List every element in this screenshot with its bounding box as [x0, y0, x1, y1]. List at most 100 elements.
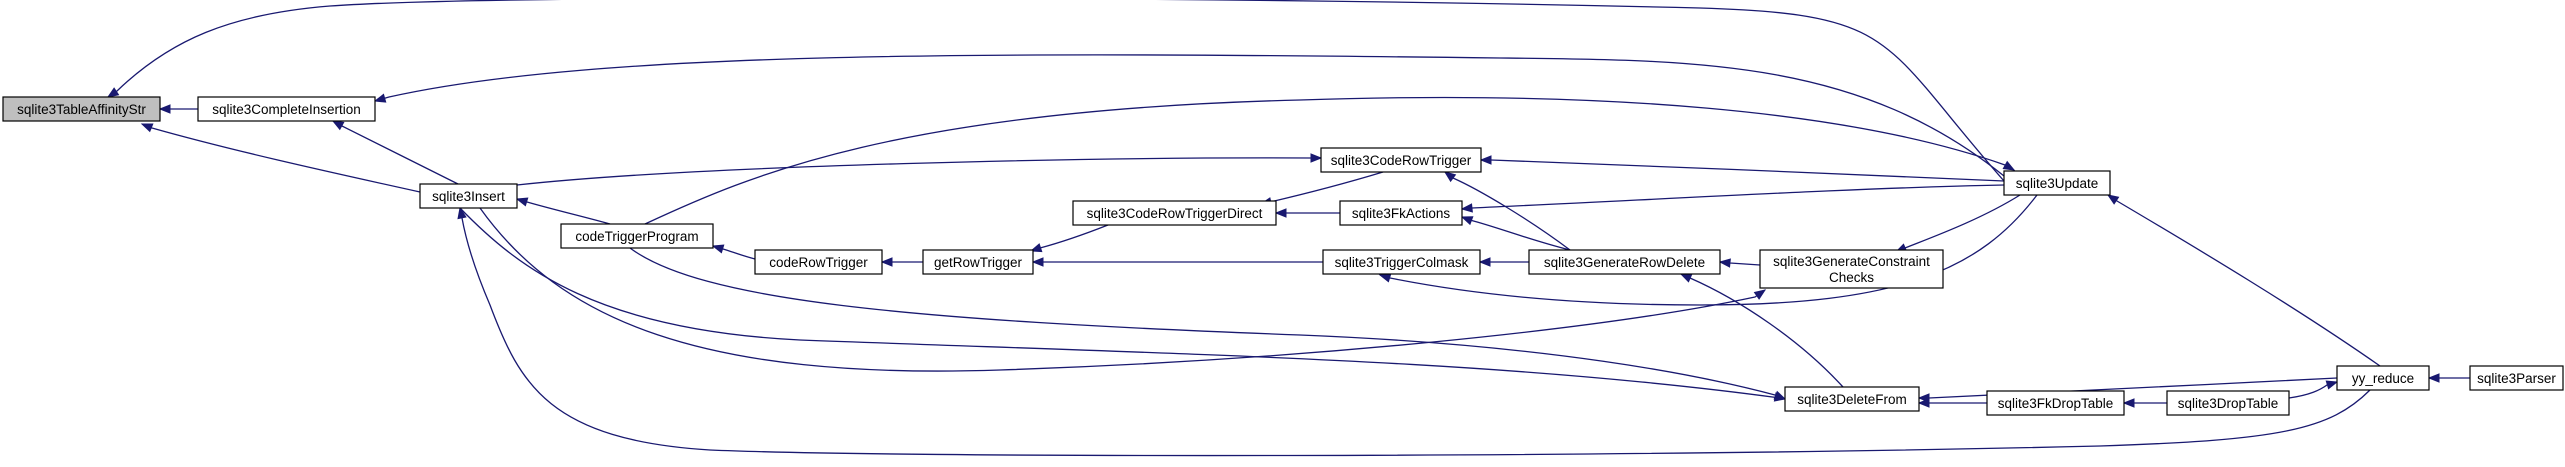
node-label: codeRowTrigger — [769, 255, 868, 270]
call-edge — [2122, 398, 2167, 408]
function-node[interactable]: sqlite3TableAffinityStr — [2, 96, 161, 122]
call-edge — [1917, 398, 1987, 408]
call-edge — [106, 0, 2005, 182]
function-node[interactable]: sqlite3Update — [2003, 170, 2111, 196]
node-label: sqlite3CodeRowTrigger — [1331, 153, 1472, 168]
call-edge — [1378, 194, 2038, 306]
function-node[interactable]: sqlite3Insert — [419, 183, 518, 209]
function-node[interactable]: sqlite3CodeRowTrigger — [1320, 147, 1482, 173]
arrowhead-icon — [1479, 155, 1492, 165]
arrowhead-icon — [331, 120, 345, 131]
edge-line — [1461, 184, 2005, 210]
edge-line — [629, 247, 1786, 400]
function-node[interactable]: sqlite3GenerateRowDelete — [1528, 249, 1721, 275]
arrowhead-icon — [880, 257, 893, 267]
arrowhead-icon — [2106, 194, 2120, 205]
node-label: sqlite3FkDropTable — [1998, 396, 2114, 411]
nodes: sqlite3TableAffinityStr sqlite3CompleteIn… — [2, 96, 2564, 416]
call-edge — [644, 96, 2016, 225]
call-edge — [1460, 184, 2005, 213]
edge-line — [1030, 224, 1109, 252]
function-node[interactable]: sqlite3CodeRowTriggerDirect — [1072, 200, 1277, 226]
call-edge — [331, 120, 459, 185]
call-edge — [516, 153, 1323, 186]
call-edge — [1460, 216, 1571, 251]
arrowhead-icon — [2122, 398, 2135, 408]
node-box — [1339, 200, 1463, 226]
arrowhead-icon — [1460, 216, 1474, 226]
function-node[interactable]: yy_reduce — [2336, 365, 2430, 391]
call-edge — [629, 247, 1787, 400]
node-box — [1322, 249, 1481, 275]
call-edge — [479, 207, 1767, 372]
node-box — [2166, 390, 2290, 416]
node-label: sqlite3CodeRowTriggerDirect — [1087, 206, 1263, 221]
call-edge — [373, 54, 2005, 177]
function-node[interactable]: codeTriggerProgram — [560, 223, 714, 249]
node-label: Checks — [1829, 270, 1874, 285]
arrowhead-icon — [2427, 373, 2440, 383]
node-label: sqlite3GenerateRowDelete — [1544, 255, 1705, 270]
arrowhead-icon — [515, 197, 529, 207]
function-node[interactable]: getRowTrigger — [922, 249, 1034, 275]
call-edge — [880, 257, 923, 267]
arrowhead-icon — [140, 123, 154, 133]
node-label: sqlite3Update — [2016, 176, 2099, 191]
arrowhead-icon — [1917, 398, 1930, 408]
edge-line — [1260, 171, 1384, 205]
call-edge — [457, 206, 2371, 457]
edge-line — [1919, 377, 2338, 399]
edge-line — [141, 123, 421, 193]
arrowhead-icon — [2325, 380, 2339, 390]
function-node[interactable]: sqlite3TriggerColmask — [1322, 249, 1481, 275]
call-edge — [2288, 380, 2339, 399]
call-edge — [1031, 257, 1323, 267]
arrowhead-icon — [1031, 257, 1044, 267]
node-box — [2003, 170, 2111, 196]
arrowhead-icon — [158, 104, 171, 114]
node-box — [197, 96, 376, 122]
function-node[interactable]: sqlite3Parser — [2469, 365, 2564, 391]
edge-line — [107, 0, 2005, 182]
arrowhead-icon — [457, 206, 467, 220]
arrowhead-icon — [1310, 153, 1323, 163]
call-edge — [2427, 373, 2470, 383]
node-label: sqlite3Insert — [432, 189, 505, 204]
function-node[interactable]: sqlite3FkActions — [1339, 200, 1463, 226]
node-label: codeTriggerProgram — [575, 229, 698, 244]
edge-line — [1481, 159, 2005, 182]
edge-line — [1895, 194, 2021, 253]
node-label: sqlite3TableAffinityStr — [17, 102, 146, 117]
node-label: sqlite3DropTable — [2178, 396, 2279, 411]
call-edge — [140, 123, 421, 193]
arrowhead-icon — [711, 244, 725, 254]
function-node[interactable]: codeRowTrigger — [754, 249, 883, 275]
function-node[interactable]: sqlite3DeleteFrom — [1784, 386, 1920, 412]
arrowhead-icon — [1679, 273, 1693, 283]
node-box — [1784, 386, 1920, 412]
call-edge — [1894, 194, 2021, 253]
edge-line — [479, 207, 1766, 372]
node-label: sqlite3GenerateConstraint — [1773, 254, 1930, 269]
node-label: sqlite3CompleteInsertion — [212, 102, 361, 117]
node-box — [2, 96, 161, 122]
arrowhead-icon — [1443, 171, 1457, 183]
edge-line — [2107, 194, 2381, 367]
function-node[interactable]: sqlite3DropTable — [2166, 390, 2290, 416]
call-edge — [1478, 257, 1529, 267]
edge-line — [332, 120, 459, 185]
arrowhead-icon — [106, 87, 120, 98]
node-box — [1320, 147, 1482, 173]
node-label: sqlite3FkActions — [1352, 206, 1451, 221]
node-box — [2336, 365, 2430, 391]
function-node[interactable]: sqlite3FkDropTable — [1986, 390, 2125, 416]
node-box — [2469, 365, 2564, 391]
function-node[interactable]: sqlite3CompleteInsertion — [197, 96, 376, 122]
call-edge — [1479, 155, 2005, 182]
node-label: getRowTrigger — [934, 255, 1023, 270]
arrowhead-icon — [1274, 208, 1287, 218]
node-box — [1072, 200, 1277, 226]
call-edge — [515, 197, 611, 225]
arrowhead-icon — [1718, 258, 1731, 268]
